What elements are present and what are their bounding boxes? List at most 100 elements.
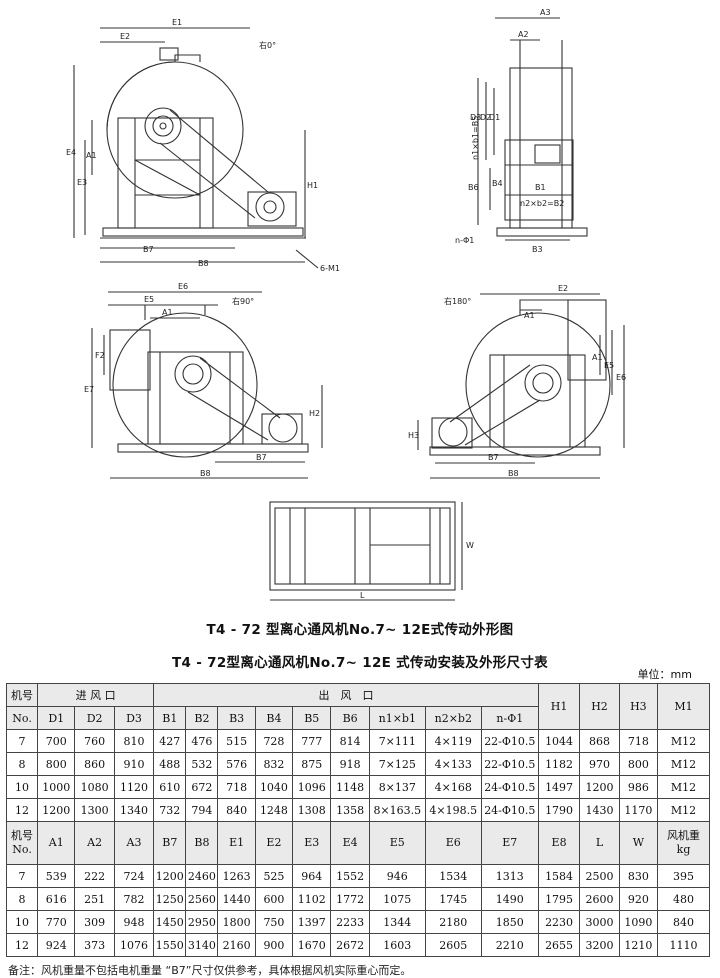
table-cell: 24-Φ10.5 <box>480 798 539 822</box>
table-cell: 1497 <box>537 775 581 799</box>
dim-label: B8 <box>198 259 209 268</box>
table-cell: 1170 <box>618 798 659 822</box>
table-cell: 840 <box>657 910 710 934</box>
table-cell: 3000 <box>579 910 620 934</box>
table-cell: 814 <box>330 729 370 753</box>
table-cell: 1200 <box>153 864 187 888</box>
dim-label: B8 <box>200 469 211 478</box>
header-cell: 机号 <box>5 683 39 707</box>
header-cell: E1 <box>217 821 256 865</box>
table-cell: 8×137 <box>368 775 426 799</box>
header-cell: B2 <box>185 706 219 730</box>
table-cell: 760 <box>74 729 115 753</box>
dim-label: B7 <box>256 453 267 462</box>
header-cell: No. <box>5 706 39 730</box>
table-cell: 918 <box>330 752 370 776</box>
table-cell: 718 <box>618 729 659 753</box>
header-cell: A1 <box>37 821 76 865</box>
table-cell: 800 <box>618 752 659 776</box>
table-cell: 8×163.5 <box>368 798 426 822</box>
view-right-180 <box>417 293 625 479</box>
view-base-plan <box>269 501 463 601</box>
header-cell: A3 <box>113 821 155 865</box>
table-cell: 3140 <box>185 933 219 957</box>
dim-label: n2×b2=B2 <box>520 199 564 208</box>
table-cell: 24-Φ10.5 <box>480 775 539 799</box>
table-cell: 12 <box>5 933 39 957</box>
table-cell: 1397 <box>292 910 332 934</box>
table-cell: 1040 <box>254 775 294 799</box>
table-cell: 1552 <box>330 864 370 888</box>
table-cell: 1430 <box>579 798 620 822</box>
table-cell: 7×125 <box>368 752 426 776</box>
table-cell: 539 <box>37 864 76 888</box>
dim-label: A3 <box>540 8 551 17</box>
figure-title: T4 - 72 型离心通风机No.7~ 12E式传动外形图 <box>206 622 514 638</box>
table-cell: 1076 <box>113 933 155 957</box>
table-cell: 2210 <box>480 933 539 957</box>
table-cell: 10 <box>5 910 39 934</box>
header-cell: E3 <box>292 821 332 865</box>
table-cell: 1490 <box>480 887 539 911</box>
dim-label: A1 <box>592 353 603 362</box>
table-cell: 2672 <box>330 933 370 957</box>
table-cell: 782 <box>113 887 155 911</box>
table-cell: 8 <box>5 752 39 776</box>
table-cell: 1096 <box>292 775 332 799</box>
table-cell: 1110 <box>657 933 710 957</box>
rotation-label: 右90° <box>232 296 254 306</box>
view-front <box>477 17 588 241</box>
table-cell: 724 <box>113 864 155 888</box>
table-cell: 222 <box>74 864 115 888</box>
table-cell: 1090 <box>618 910 659 934</box>
table-cell: 610 <box>153 775 187 799</box>
table-cell: 2233 <box>330 910 370 934</box>
dim-label: E1 <box>172 18 182 27</box>
dim-label: n-Φ1 <box>455 236 474 245</box>
table-cell: 1603 <box>368 933 426 957</box>
header-cell: B4 <box>254 706 294 730</box>
table-cell: 1210 <box>618 933 659 957</box>
table-cell: 2500 <box>579 864 620 888</box>
table-cell: 22-Φ10.5 <box>480 752 539 776</box>
table-cell: 840 <box>217 798 256 822</box>
table-cell: 309 <box>74 910 115 934</box>
dim-label: B4 <box>492 179 503 188</box>
header-cell: n2×b2 <box>424 706 482 730</box>
table-cell: 832 <box>254 752 294 776</box>
header-cell: W <box>618 821 659 865</box>
header-cell: B1 <box>153 706 187 730</box>
table-cell: 718 <box>217 775 256 799</box>
table-cell: M12 <box>657 729 710 753</box>
table-cell: 1044 <box>537 729 581 753</box>
table-cell: 1790 <box>537 798 581 822</box>
dim-label: A1 <box>524 311 535 320</box>
dim-label: B7 <box>143 245 154 254</box>
header-cell: E7 <box>480 821 539 865</box>
header-cell: B3 <box>217 706 256 730</box>
table-cell: 1795 <box>537 887 581 911</box>
table-cell: 1075 <box>368 887 426 911</box>
table-cell: 875 <box>292 752 332 776</box>
header-text: No. <box>12 843 32 856</box>
table-cell: 2605 <box>424 933 482 957</box>
table-cell: 672 <box>185 775 219 799</box>
table-cell: 515 <box>217 729 256 753</box>
header-cell: B7 <box>153 821 187 865</box>
header-cell: A2 <box>74 821 115 865</box>
table-cell: 1263 <box>217 864 256 888</box>
table-cell: 1248 <box>254 798 294 822</box>
table-cell: 1313 <box>480 864 539 888</box>
table-cell: M12 <box>657 752 710 776</box>
table-cell: 532 <box>185 752 219 776</box>
table-cell: 10 <box>5 775 39 799</box>
table-cell: 770 <box>37 910 76 934</box>
table-cell: 2230 <box>537 910 581 934</box>
table-cell: 7×111 <box>368 729 426 753</box>
table-cell: 1772 <box>330 887 370 911</box>
